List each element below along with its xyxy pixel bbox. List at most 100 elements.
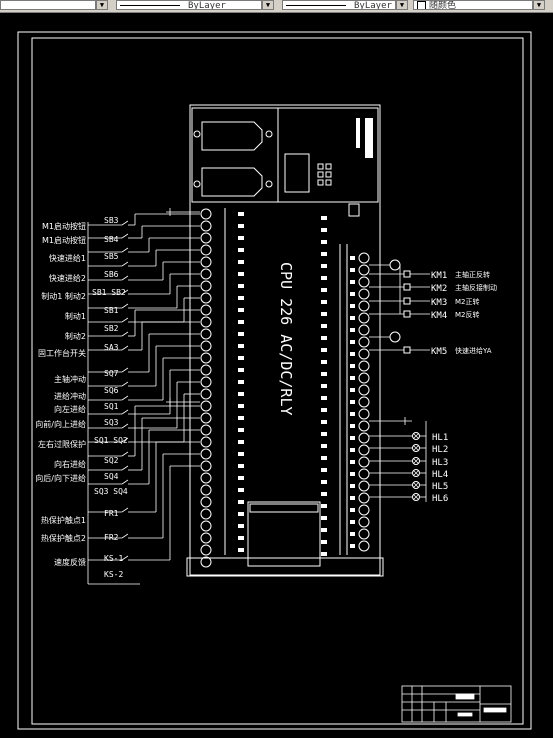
lamp-tag: HL5 <box>432 482 448 492</box>
input-label: 左右过限保护 <box>38 439 86 449</box>
output-led <box>321 396 327 400</box>
terminal-screw <box>358 384 370 396</box>
input-led <box>238 392 244 396</box>
terminal-screw <box>358 516 370 528</box>
lamp-symbol <box>412 444 420 452</box>
contact-switch <box>121 233 129 239</box>
coil-symbol <box>403 346 411 354</box>
input-led <box>238 260 244 264</box>
input-led <box>238 476 244 480</box>
terminal-marker <box>350 340 355 344</box>
terminal-marker <box>350 256 355 260</box>
terminal-marker <box>350 544 355 548</box>
layer-dropdown-button[interactable]: ▼ <box>96 0 108 10</box>
lamp-symbol <box>412 493 420 501</box>
output-led <box>321 372 327 376</box>
lamp-tag: HL6 <box>432 494 448 504</box>
terminal-screw <box>200 280 212 292</box>
terminal-screw <box>200 400 212 412</box>
input-wiring <box>87 208 200 585</box>
output-led <box>321 216 327 220</box>
color-dropdown-button[interactable]: ▼ <box>533 0 545 10</box>
layer-field[interactable] <box>0 0 96 10</box>
terminal-screw <box>200 256 212 268</box>
terminal-screw <box>358 480 370 492</box>
output-led <box>321 408 327 412</box>
input-led <box>238 272 244 276</box>
contact-switch <box>121 465 129 471</box>
coil-symbol <box>403 297 411 305</box>
terminal-screw <box>200 520 212 532</box>
terminal-screw <box>358 504 370 516</box>
terminal-marker <box>350 520 355 524</box>
contact-label: SQ3 <box>104 418 119 427</box>
contact-label: SQ3 SQ4 <box>94 487 128 496</box>
terminal-screw <box>200 352 212 364</box>
output-desc: 快速进给YA <box>455 346 492 355</box>
terminal-screw <box>358 288 370 300</box>
output-tag: KM3 <box>431 298 447 308</box>
input-led <box>238 224 244 228</box>
input-led <box>238 368 244 372</box>
output-tag: KM1 <box>431 271 447 281</box>
lamp-cross <box>413 494 419 500</box>
output-power-source <box>389 259 401 271</box>
drawing-canvas[interactable]: CPU 226 AC/DC/RLY M1启动按钮M1启动按钮快速进给1快速进给2… <box>0 12 553 738</box>
terminal-marker <box>350 364 355 368</box>
input-led <box>238 524 244 528</box>
lamp-symbol <box>412 457 420 465</box>
input-label: 固工作台开关 <box>38 348 86 358</box>
input-label: 制动2 <box>65 331 86 341</box>
linetype-select[interactable]: ByLayer <box>116 0 262 10</box>
lineweight-value: ByLayer <box>354 1 392 10</box>
linetype-preview <box>120 5 180 6</box>
input-led <box>238 548 244 552</box>
input-label: 进给冲动 <box>54 391 86 401</box>
contact-switch <box>121 331 129 337</box>
input-label: 制动1 <box>65 311 86 321</box>
terminal-marker <box>350 280 355 284</box>
lamp-symbol <box>412 432 420 440</box>
input-label: 向左进给 <box>54 404 86 414</box>
lineweight-select[interactable]: ByLayer <box>282 0 396 10</box>
plc-module <box>186 104 384 577</box>
terminal-screw <box>358 432 370 444</box>
input-led <box>238 452 244 456</box>
linetype-dropdown-button[interactable]: ▼ <box>262 0 274 10</box>
output-led <box>321 528 327 532</box>
input-led <box>238 416 244 420</box>
terminal-marker <box>350 496 355 500</box>
terminal-marker <box>350 436 355 440</box>
lineweight-dropdown-button[interactable]: ▼ <box>396 0 408 10</box>
output-led <box>321 348 327 352</box>
input-led <box>238 356 244 360</box>
output-led <box>321 228 327 232</box>
terminal-marker <box>350 316 355 320</box>
contact-label: SQ1 SQ2 <box>94 436 128 445</box>
contact-label: SB5 <box>104 252 119 261</box>
contact-switch <box>121 507 129 513</box>
terminal-screw <box>200 424 212 436</box>
input-led <box>238 212 244 216</box>
input-label: 制动1 制动2 <box>41 291 86 301</box>
terminal-screw <box>358 420 370 432</box>
output-terminal-strip <box>358 252 370 552</box>
terminal-marker <box>350 352 355 356</box>
output-led <box>321 324 327 328</box>
terminal-marker <box>350 400 355 404</box>
input-status-leds <box>238 212 327 556</box>
output-tag: KM2 <box>431 284 447 294</box>
coil-symbol <box>403 283 411 291</box>
contact-switch <box>121 275 129 281</box>
contact-switch <box>121 317 129 323</box>
color-select[interactable]: 随颜色 <box>413 0 533 10</box>
contact-switch <box>121 261 129 267</box>
output-led <box>321 252 327 256</box>
contact-switch <box>121 303 129 309</box>
terminal-screw <box>200 388 212 400</box>
terminal-screw <box>200 364 212 376</box>
output-led <box>321 444 327 448</box>
terminal-marker <box>350 424 355 428</box>
output-desc: 主轴正反转 <box>455 270 490 279</box>
contact-switch <box>121 220 129 226</box>
